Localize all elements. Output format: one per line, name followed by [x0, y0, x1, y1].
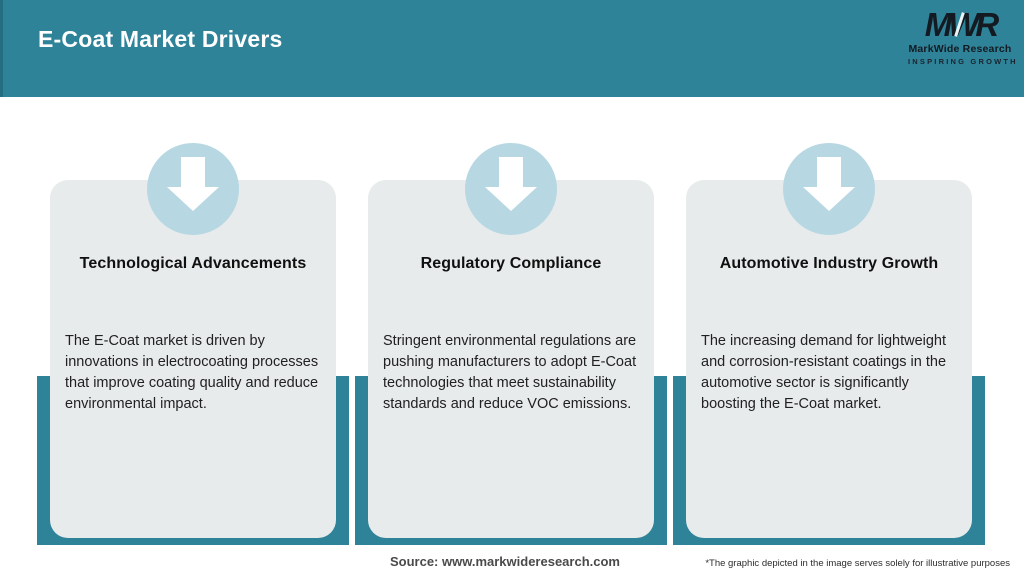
disclaimer-text: *The graphic depicted in the image serve…	[705, 558, 1010, 569]
header-bar: E-Coat Market Drivers MWR MarkWide Resea…	[0, 0, 1024, 97]
card-title: Technological Advancements	[79, 255, 307, 272]
arrow-head	[167, 187, 219, 211]
logo-name: MarkWide Research	[908, 43, 1012, 55]
arrow-shaft	[817, 157, 841, 187]
driver-card-regulatory-compliance: Regulatory Compliance Stringent environm…	[355, 143, 667, 545]
page-title: E-Coat Market Drivers	[38, 26, 283, 52]
card-description: The increasing demand for lightweight an…	[701, 333, 947, 412]
card-body: Technological Advancements The E-Coat ma…	[50, 180, 336, 538]
logo-tagline: INSPIRING GROWTH	[908, 57, 1018, 66]
card-body: Regulatory Compliance Stringent environm…	[368, 180, 654, 538]
arrow-down-icon	[783, 143, 875, 235]
arrow-head	[803, 187, 855, 211]
card-title: Regulatory Compliance	[420, 255, 602, 272]
card-description: The E-Coat market is driven by innovatio…	[65, 333, 319, 412]
source-text: Source: www.markwideresearch.com	[389, 554, 620, 569]
arrow-shaft	[499, 157, 523, 187]
markwide-logo: MWR MarkWide Research INSPIRING GROWTH	[908, 8, 1018, 67]
arrow-down-icon	[147, 143, 239, 235]
arrow-head	[485, 187, 537, 211]
mwr-logo-icon: MWR	[925, 8, 999, 42]
driver-card-technological-advancements: Technological Advancements The E-Coat ma…	[37, 143, 349, 545]
driver-card-automotive-industry-growth: Automotive Industry Growth The increasin…	[673, 143, 985, 545]
card-description: Stringent environmental regulations are …	[383, 333, 637, 412]
arrow-down-icon	[465, 143, 557, 235]
card-title: Automotive Industry Growth	[719, 255, 939, 272]
arrow-shaft	[181, 157, 205, 187]
card-body: Automotive Industry Growth The increasin…	[686, 180, 972, 538]
